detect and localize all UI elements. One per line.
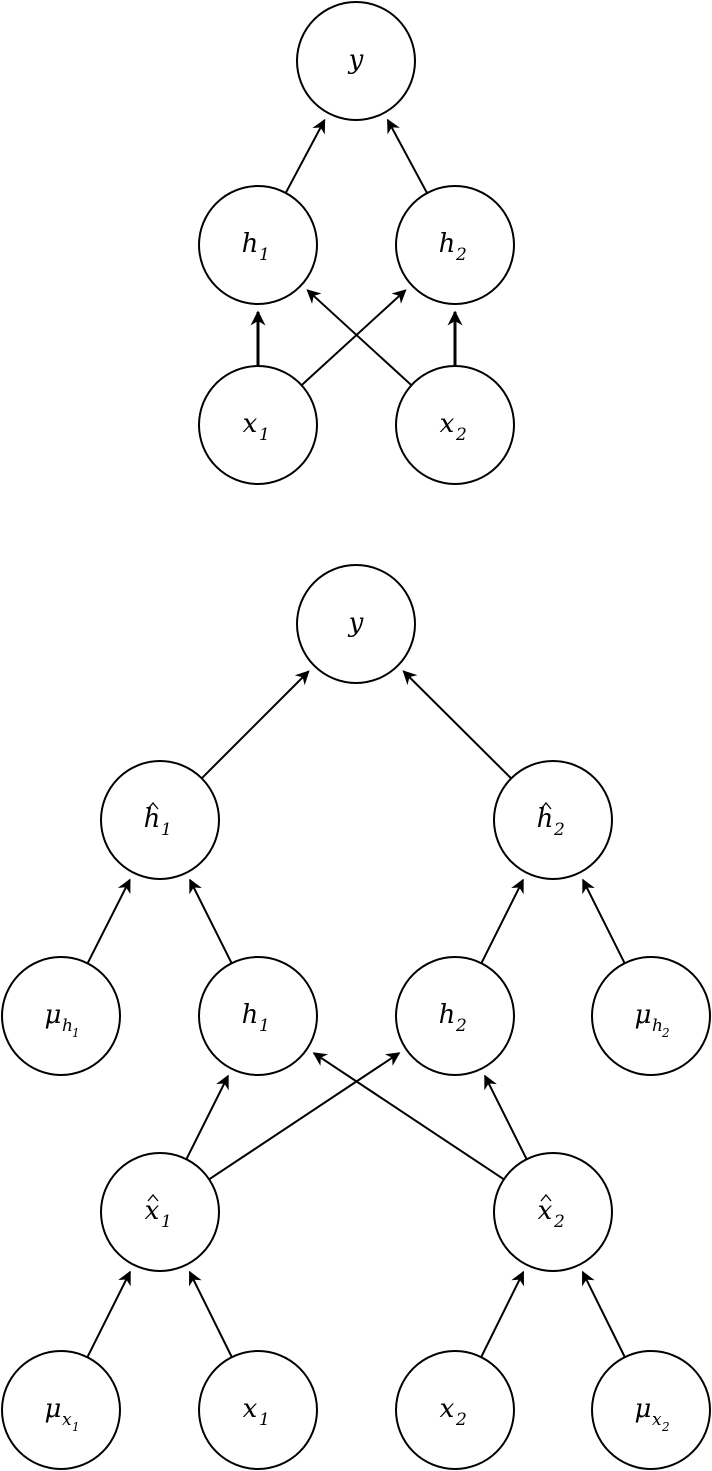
bottom_graph-node-mu_h2-subscript: h (652, 1016, 663, 1036)
bottom_graph-node-mu_h1-subsubscript: 1 (72, 1026, 80, 1040)
bottom_graph-node-mu_x1-label: μ (45, 1394, 62, 1424)
bottom_graph-node-x1-label: x (243, 1394, 258, 1424)
top_graph-node-x1-subscript: 1 (259, 425, 270, 445)
bottom_graph-node-y: y (296, 564, 416, 684)
bottom_graph-node-x1hat-subscript: 1 (161, 1212, 172, 1232)
bottom_graph-node-mu_h2-label: μ (635, 1000, 652, 1030)
bottom_graph-node-mu_x1-subsubscript: 1 (72, 1420, 80, 1434)
top_graph-node-x2-label: x (440, 409, 455, 439)
top_graph-node-h1-label: h (242, 229, 259, 259)
bottom_graph-node-h1-subscript: 1 (259, 1016, 270, 1036)
bottom_graph-edge-x1-to-x1hat (188, 1270, 233, 1358)
bottom_graph-edge-h2-to-h2hat (480, 878, 524, 964)
bottom_graph-node-mu_x2-subscript: x (652, 1410, 662, 1430)
bottom_graph-node-mu_h1-subscript: h (62, 1016, 73, 1036)
bottom_graph-edge-x2-to-x2hat (480, 1270, 525, 1358)
bottom_graph-edge-x1hat-to-h2 (208, 1052, 401, 1181)
top_graph-node-y: y (296, 1, 416, 121)
bottom_graph-edge-h1-to-h1hat (189, 878, 233, 964)
bottom_graph-node-mu_h1-label: μ (45, 1000, 62, 1030)
bottom_graph-node-h1-label: h (242, 1000, 259, 1030)
top_graph-edge-h1-to-y (284, 118, 326, 194)
bottom_graph-edge-mu_h1-to-h1hat (86, 878, 131, 964)
bottom_graph-node-h2hat-subscript: 2 (553, 820, 565, 840)
bottom_graph-edge-x1hat-to-h1 (185, 1074, 229, 1160)
top_graph-node-h2-label: h (439, 229, 456, 259)
bottom_graph-edge-h1hat-to-y (201, 670, 310, 779)
bottom_graph-edge-x2hat-to-h2 (484, 1074, 528, 1160)
bottom_graph-node-h2hat-hat (540, 801, 552, 810)
bottom_graph-edge-x2hat-to-h1 (312, 1052, 505, 1181)
bottom_graph-node-y-label: y (348, 608, 364, 638)
bottom_graph-node-x2hat-label: x (538, 1196, 553, 1226)
bottom_graph-node-mu_h2-subsubscript: 2 (661, 1026, 670, 1040)
bottom_graph-node-mu_x2-label: μ (635, 1394, 652, 1424)
bottom_graph-node-h1hat-label: h (144, 804, 161, 834)
top_graph-edge-x2-to-h1 (306, 289, 413, 386)
bottom_graph-node-h2-subscript: 2 (455, 1016, 467, 1036)
bottom_graph-node-x1hat-hat (147, 1193, 159, 1202)
top_graph-node-x2-subscript: 2 (455, 425, 467, 445)
bottom_graph-node-h2-label: h (439, 1000, 456, 1030)
bottom_graph-node-x1hat-label: x (145, 1196, 160, 1226)
bottom_graph-node-x1-subscript: 1 (259, 1410, 270, 1430)
top_graph-edge-h2-to-y (386, 118, 428, 194)
bottom_graph-node-mu_x1-subscript: x (62, 1410, 72, 1430)
bottom_graph-node-x2hat-hat (540, 1193, 552, 1202)
bottom_graph-edge-mu_h2-to-h2hat (582, 878, 626, 964)
top_graph-node-h2-subscript: 2 (455, 245, 467, 265)
bottom_graph-node-x2hat-subscript: 2 (553, 1212, 565, 1232)
bottom_graph-node-h2hat-label: h (537, 804, 554, 834)
top_graph-node-x1-label: x (243, 409, 258, 439)
bottom_graph-node-h1hat-subscript: 1 (161, 820, 172, 840)
bottom_graph-edge-mu_x1-to-x1hat (86, 1270, 131, 1358)
bottom_graph-node-x2-subscript: 2 (455, 1410, 467, 1430)
bottom_graph-edge-h2hat-to-y (402, 670, 512, 780)
edges (86, 118, 626, 1358)
top_graph-edge-x1-to-h2 (300, 289, 407, 386)
top_graph-node-y-label: y (348, 45, 364, 75)
bottom_graph-node-h1hat-hat (147, 801, 159, 810)
bottom_graph-node-mu_x2-subsubscript: 2 (661, 1420, 670, 1434)
top_graph-node-h1-subscript: 1 (259, 245, 270, 265)
bottom_graph-node-x2-label: x (440, 1394, 455, 1424)
bottom_graph-edge-mu_x2-to-x2hat (581, 1270, 626, 1358)
